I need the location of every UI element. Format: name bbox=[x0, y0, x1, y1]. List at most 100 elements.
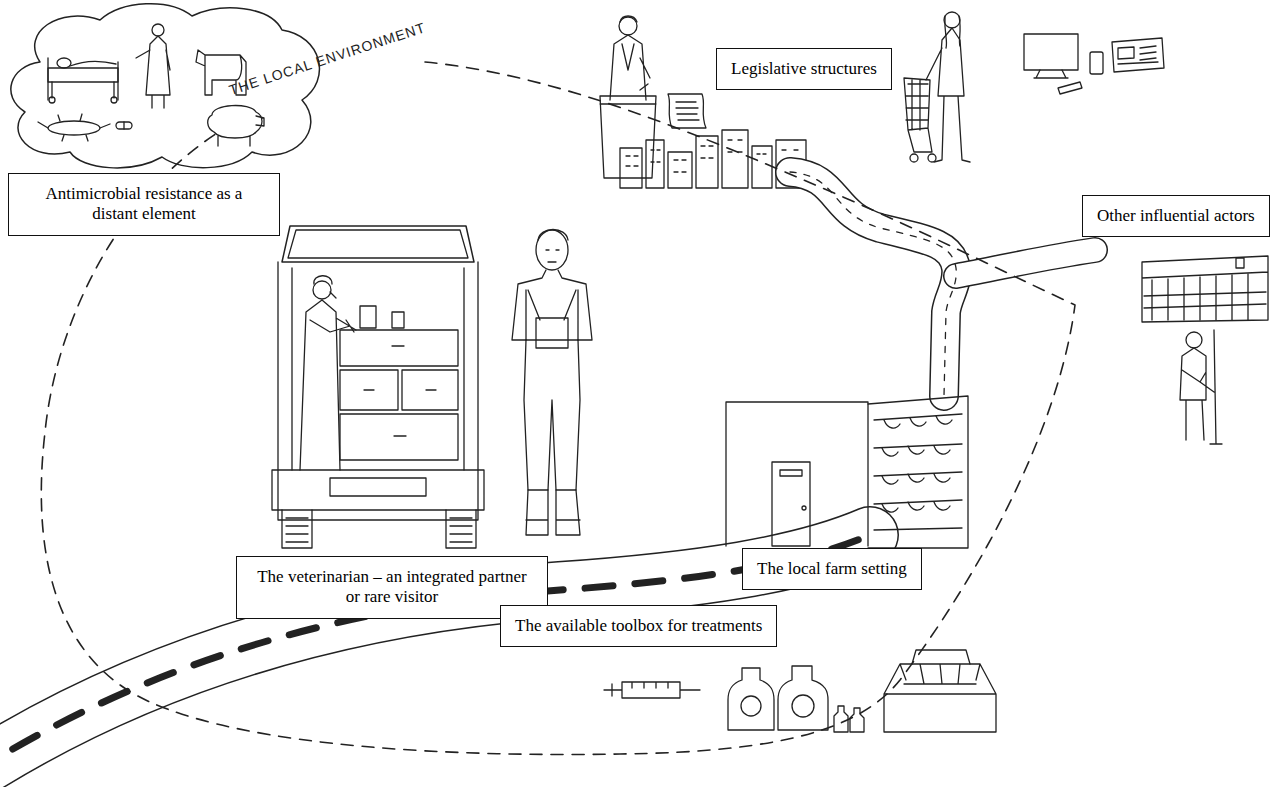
farm-building-part bbox=[726, 402, 868, 546]
farmer-figure-part bbox=[526, 290, 578, 340]
road-part bbox=[0, 535, 870, 775]
treatment-tools-part bbox=[834, 706, 864, 732]
label-box: Legislative structures bbox=[716, 48, 892, 90]
shopper-figure-part bbox=[944, 12, 960, 28]
label-box: The available toolbox for treatments bbox=[500, 605, 777, 647]
barn-pens-part bbox=[1142, 256, 1268, 322]
vet-van-part bbox=[282, 510, 476, 548]
farmer-with-shovel-part bbox=[1186, 332, 1202, 348]
vet-van-part bbox=[288, 230, 468, 258]
treatment-tools bbox=[604, 650, 996, 732]
box-text: Antimicrobial resistance as a distant el… bbox=[23, 184, 265, 225]
treatment-tools-part bbox=[741, 696, 761, 716]
thought-cloud-part bbox=[152, 24, 164, 36]
thought-cloud bbox=[11, 4, 320, 168]
media-icons-part bbox=[1024, 34, 1078, 70]
treatment-tools-part bbox=[778, 666, 828, 730]
vet-van-part bbox=[364, 346, 436, 436]
farm-building-part bbox=[882, 416, 952, 512]
thought-cloud-part bbox=[123, 122, 124, 129]
farmer-figure-part bbox=[536, 230, 568, 270]
legislation-scroll bbox=[668, 94, 706, 128]
box-text: The veterinarian – an integrated partner… bbox=[251, 567, 533, 608]
farmer-figure-part bbox=[526, 490, 580, 535]
shopper-figure-part bbox=[910, 154, 918, 162]
treatment-tools-part bbox=[884, 664, 996, 732]
label-box: The local farm setting bbox=[742, 548, 922, 590]
farmer-with-shovel bbox=[1180, 330, 1222, 444]
farm-building-part bbox=[802, 506, 806, 510]
road-part bbox=[790, 172, 956, 396]
farmer-figure-part bbox=[524, 340, 580, 490]
thought-cloud-part bbox=[48, 121, 100, 135]
shopper-figure bbox=[904, 12, 970, 162]
vet-van-part bbox=[340, 414, 458, 460]
veterinarian-figure bbox=[300, 276, 356, 470]
box-text: Legislative structures bbox=[731, 59, 877, 79]
box-text: The available toolbox for treatments bbox=[515, 616, 762, 636]
farm-building-part bbox=[772, 462, 810, 546]
city-buildings-part bbox=[752, 146, 772, 188]
legislation-scroll-part bbox=[676, 102, 699, 120]
shopper-figure-part bbox=[928, 154, 936, 162]
thought-cloud-part bbox=[49, 97, 55, 103]
media-icons-part bbox=[1090, 52, 1103, 74]
media-icons-part bbox=[1034, 70, 1068, 78]
media-icons-part bbox=[1112, 38, 1164, 72]
thought-cloud-part bbox=[38, 114, 110, 141]
shopper-figure-part bbox=[926, 28, 970, 162]
shopper-figure-part bbox=[945, 16, 960, 48]
shopper-figure-part bbox=[904, 78, 932, 152]
box-text: The local farm setting bbox=[757, 559, 907, 579]
farmer-figure-part bbox=[536, 318, 568, 348]
barn-pens-part bbox=[1152, 274, 1248, 320]
politician-figure bbox=[600, 16, 656, 178]
barn-pens-part bbox=[1144, 292, 1266, 308]
city-buildings-part bbox=[722, 130, 748, 188]
politician-figure-part bbox=[619, 17, 637, 35]
road-part bbox=[790, 172, 956, 396]
road-part bbox=[0, 535, 870, 775]
farm-building-part bbox=[874, 414, 962, 530]
city-buildings-part bbox=[668, 152, 692, 188]
vet-van-part bbox=[392, 312, 404, 328]
city-buildings-part bbox=[620, 148, 642, 188]
treatment-tools-part bbox=[912, 650, 970, 664]
road bbox=[0, 172, 1095, 775]
thought-cloud-part bbox=[57, 58, 71, 68]
farm-building-part bbox=[780, 470, 802, 476]
veterinarian-figure-part bbox=[300, 300, 356, 470]
box-text: Other influential actors bbox=[1097, 206, 1255, 226]
barn-pens bbox=[1142, 256, 1268, 322]
region-label: THE LOCAL ENVIRONMENT bbox=[227, 19, 428, 98]
thought-cloud-part bbox=[136, 36, 170, 108]
thought-cloud-part bbox=[48, 58, 118, 100]
vet-van-part bbox=[360, 306, 376, 328]
vet-van-part bbox=[272, 470, 484, 510]
farmer-figure-part bbox=[538, 230, 568, 263]
farmer-figure bbox=[512, 230, 592, 536]
city-buildings-part bbox=[696, 136, 718, 188]
media-icons-part bbox=[1058, 82, 1082, 94]
city-buildings-part bbox=[646, 140, 664, 188]
thought-cloud-part bbox=[70, 61, 116, 66]
road-part bbox=[790, 172, 956, 396]
farm-building-part bbox=[868, 396, 968, 548]
politician-figure-part bbox=[610, 35, 650, 100]
vet-van-part bbox=[292, 268, 464, 470]
label-box: Other influential actors bbox=[1082, 195, 1270, 237]
treatment-tools-part bbox=[604, 682, 700, 698]
road-part bbox=[0, 535, 870, 775]
farmer-figure-part bbox=[512, 270, 592, 340]
thought-cloud-part bbox=[11, 4, 320, 168]
thought-cloud-part bbox=[116, 122, 132, 129]
farm-building bbox=[726, 396, 968, 548]
vet-van-part bbox=[340, 330, 458, 366]
barn-pens-part bbox=[1236, 258, 1244, 268]
farmer-with-shovel-part bbox=[1180, 330, 1222, 444]
politician-figure-part bbox=[620, 16, 637, 22]
environment-boundary bbox=[41, 62, 1075, 754]
